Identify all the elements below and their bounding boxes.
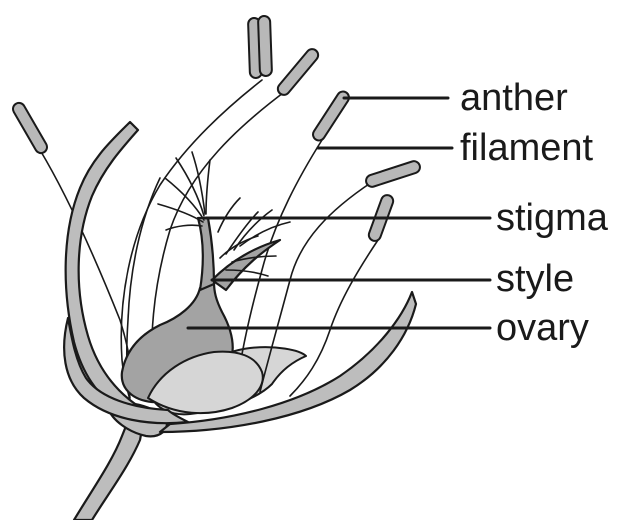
label-style: style <box>496 258 574 300</box>
label-ovary: ovary <box>496 307 589 349</box>
stigma-hairs <box>158 152 290 276</box>
stigma-lobe <box>212 240 280 290</box>
label-stigma: stigma <box>496 197 609 239</box>
label-anther: anther <box>460 77 568 119</box>
leader-lines <box>188 98 490 328</box>
label-filament: filament <box>460 127 593 169</box>
